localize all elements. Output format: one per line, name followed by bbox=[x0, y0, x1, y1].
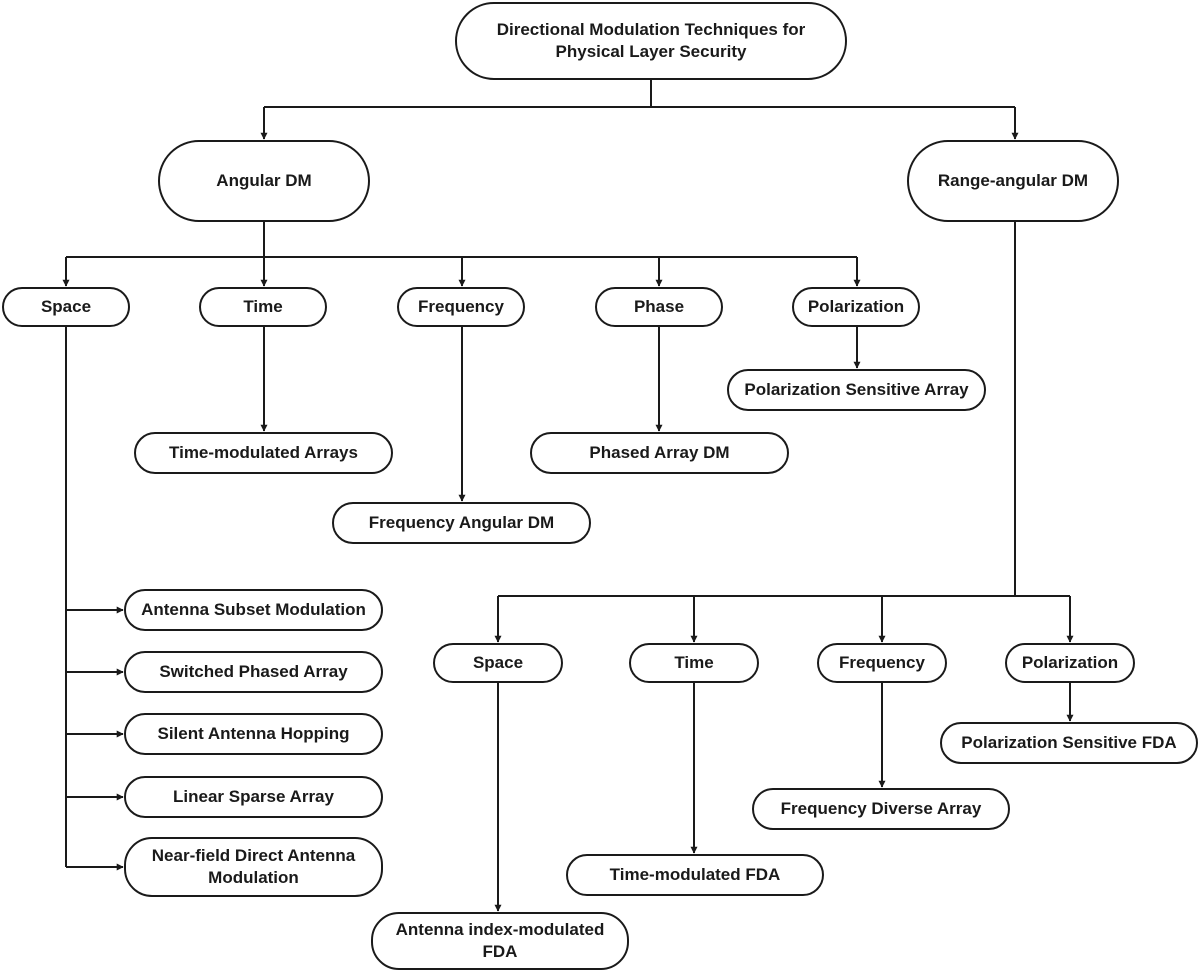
root-node: Directional Modulation Techniques for Ph… bbox=[455, 2, 847, 80]
angular-dm-node: Angular DM bbox=[158, 140, 370, 222]
polarization-sensitive-array-node: Polarization Sensitive Array bbox=[727, 369, 986, 411]
linear-sparse-array-node: Linear Sparse Array bbox=[124, 776, 383, 818]
silent-antenna-hopping-node: Silent Antenna Hopping bbox=[124, 713, 383, 755]
frequency-angular-dm-node: Frequency Angular DM bbox=[332, 502, 591, 544]
range-polarization-node: Polarization bbox=[1005, 643, 1135, 683]
range-frequency-node: Frequency bbox=[817, 643, 947, 683]
antenna-index-modulated-fda-node: Antenna index-modulated FDA bbox=[371, 912, 629, 970]
near-field-direct-antenna-modulation-node: Near-field Direct Antenna Modulation bbox=[124, 837, 383, 897]
angular-time-node: Time bbox=[199, 287, 327, 327]
time-modulated-arrays-node: Time-modulated Arrays bbox=[134, 432, 393, 474]
switched-phased-array-node: Switched Phased Array bbox=[124, 651, 383, 693]
angular-frequency-node: Frequency bbox=[397, 287, 525, 327]
time-modulated-fda-node: Time-modulated FDA bbox=[566, 854, 824, 896]
angular-space-node: Space bbox=[2, 287, 130, 327]
antenna-subset-modulation-node: Antenna Subset Modulation bbox=[124, 589, 383, 631]
range-angular-dm-node: Range-angular DM bbox=[907, 140, 1119, 222]
range-time-node: Time bbox=[629, 643, 759, 683]
frequency-diverse-array-node: Frequency Diverse Array bbox=[752, 788, 1010, 830]
angular-polarization-node: Polarization bbox=[792, 287, 920, 327]
range-space-node: Space bbox=[433, 643, 563, 683]
phased-array-dm-node: Phased Array DM bbox=[530, 432, 789, 474]
polarization-sensitive-fda-node: Polarization Sensitive FDA bbox=[940, 722, 1198, 764]
angular-phase-node: Phase bbox=[595, 287, 723, 327]
